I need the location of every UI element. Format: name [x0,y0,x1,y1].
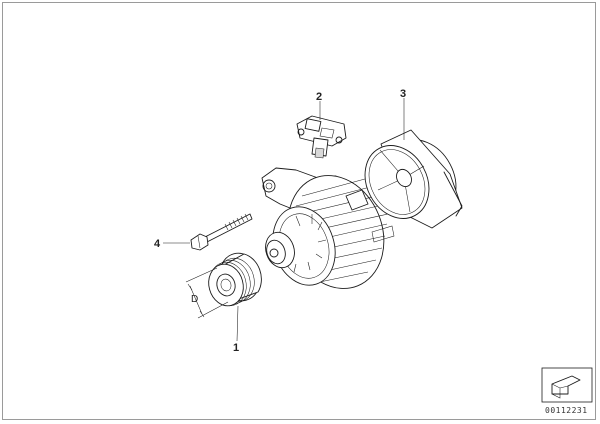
dimension-d-marker [185,267,229,319]
pulley-part [208,252,262,307]
callout-3: 3 [400,88,406,100]
callout-2: 2 [316,91,322,103]
callout-1: 1 [233,342,239,354]
bolt-part [190,213,253,251]
leader-lines [163,98,405,342]
cover-part [364,129,463,229]
callout-4: 4 [154,238,161,250]
reference-number: 00112231 [545,406,588,415]
alternator-body [261,167,395,289]
dimension-label: D [191,294,198,305]
navigation-arrow-icon[interactable] [541,367,593,403]
voltage-regulator-part [296,115,347,159]
